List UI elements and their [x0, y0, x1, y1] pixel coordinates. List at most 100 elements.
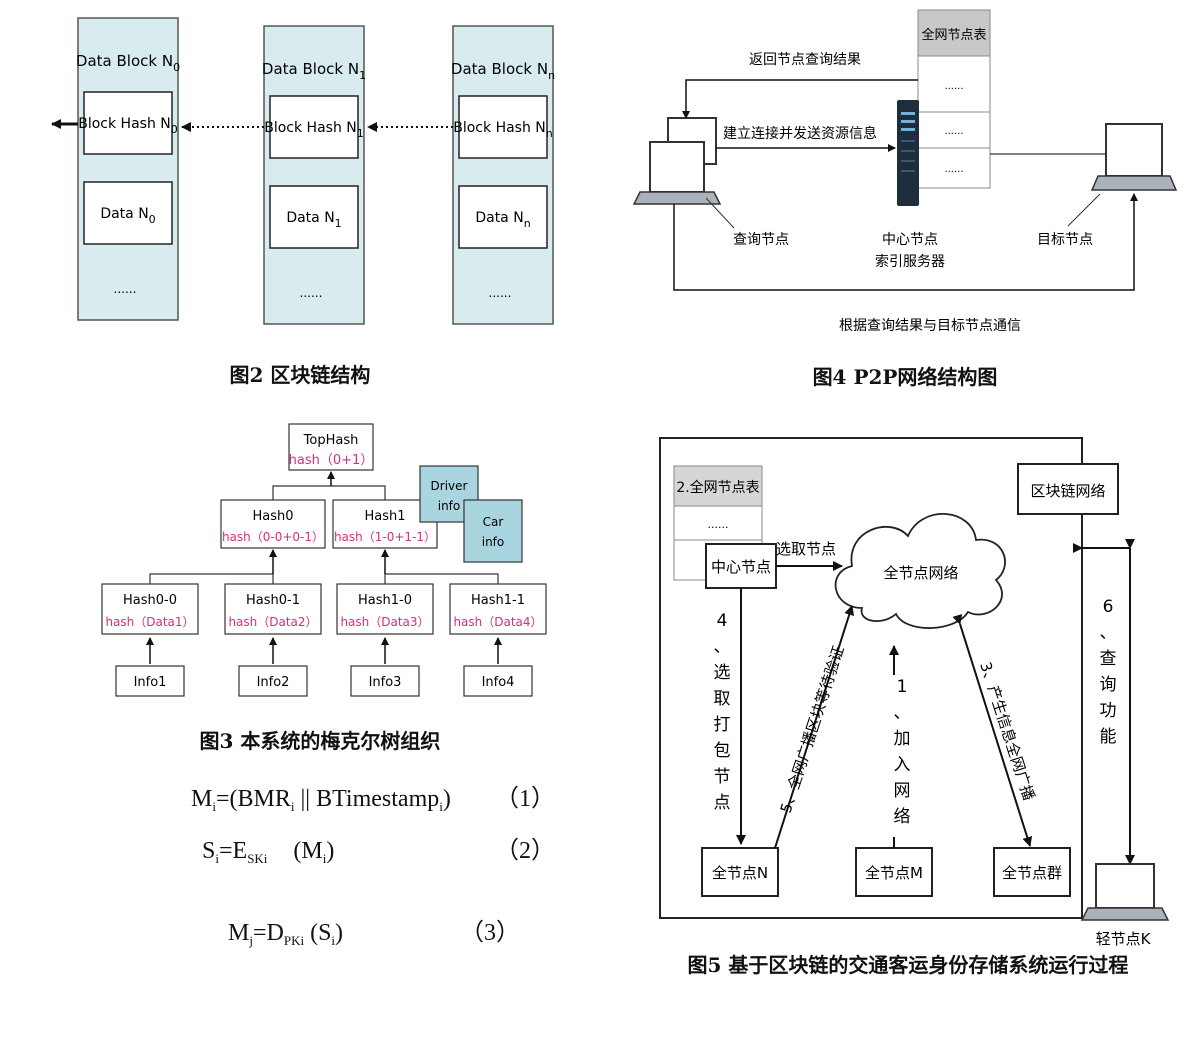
vertical-char: 、 — [894, 703, 911, 723]
leaf-hash-name: Hash1-0 — [358, 593, 412, 608]
leaf-info-label: Info1 — [134, 675, 167, 690]
figure-4-caption: 图4 P2P网络结构图 — [813, 365, 998, 389]
equation-3-number: （3） — [460, 920, 520, 946]
vertical-char: 选 — [714, 663, 731, 683]
query-node-laptop-icon — [632, 117, 722, 205]
vertical-char: 4 — [717, 611, 728, 631]
data-block-0: Data Block N0 Block Hash N0 Data N0 ....… — [76, 17, 180, 321]
leaf-hash-box — [336, 583, 434, 635]
hash1-name: Hash1 — [364, 509, 405, 524]
vertical-char: 包 — [714, 741, 731, 761]
vertical-char: 6 — [1103, 597, 1114, 617]
figure-5-caption: 图5 基于区块链的交通客运身份存储系统运行过程 — [688, 953, 1129, 977]
svg-text:Data N0: Data N0 — [100, 206, 155, 226]
full-node-group: 全节点群 — [1002, 864, 1062, 882]
communication-label: 根据查询结果与目标节点通信 — [839, 318, 1021, 334]
svg-text:Data Nn: Data Nn — [475, 210, 530, 230]
vertical-char: 、 — [714, 637, 731, 657]
vertical-char: 节 — [714, 767, 731, 787]
block-n-more: ...... — [489, 286, 512, 300]
vertical-char: 询 — [1100, 675, 1117, 695]
select-node-label: 选取节点 — [776, 540, 836, 558]
target-node-laptop-icon — [1090, 123, 1178, 191]
light-node-laptop-icon — [1080, 863, 1170, 921]
cloud-label: 全节点网络 — [883, 564, 958, 582]
vertical-char: 查 — [1100, 649, 1117, 669]
equations: Mi=(BMRi || BTimestampi) （1） Si=ESKi(Mi)… — [191, 786, 555, 948]
vertical-char: 点 — [714, 793, 731, 813]
leaf-info-label: Info4 — [482, 675, 515, 690]
full-node-m: 全节点M — [865, 864, 923, 882]
center-node-label: 中心节点 — [882, 232, 938, 248]
vertical-char: 网 — [894, 781, 911, 801]
leaf-hash-box — [101, 583, 199, 635]
block-n-data: Data N — [475, 210, 523, 226]
connect-label: 建立连接并发送资源信息 — [723, 125, 877, 142]
return-result-label: 返回节点查询结果 — [749, 52, 861, 68]
leaf-info-box — [350, 665, 420, 697]
leaf-hash-name: Hash1-1 — [471, 593, 525, 608]
vertical-char: 功 — [1100, 701, 1117, 721]
leaf-info-box — [115, 665, 185, 697]
leaf-hash-box — [449, 583, 547, 635]
fig4-table-row: ...... — [944, 126, 963, 137]
leaf-hash-value: hash（Data1） — [105, 615, 194, 629]
equation-2: Si=ESKi(Mi) — [202, 838, 334, 866]
equation-1-number: （1） — [495, 786, 555, 812]
fig4-table-row: ...... — [944, 81, 963, 92]
block-1-data: Data N — [286, 210, 334, 226]
query-node-label: 查询节点 — [733, 232, 789, 248]
leaf-info-box — [463, 665, 533, 697]
block-n-title: Data Block N — [451, 60, 548, 78]
vertical-char: 入 — [894, 755, 911, 775]
block-n-hash: Block Hash N — [453, 120, 546, 136]
fig5-frame — [659, 437, 1083, 919]
return-result-arrow — [682, 79, 918, 119]
server-icon — [897, 100, 919, 206]
data-block-n: Data Block Nn Block Hash Nn Data Nn ....… — [451, 25, 555, 325]
figure-2-blockchain-structure: Data Block N0 Block Hash N0 Data N0 ....… — [51, 17, 555, 387]
block-0-hash: Block Hash N — [78, 116, 171, 132]
vertical-char: 、 — [1100, 623, 1117, 643]
figure-5-system-process: 2.全网节点表 ...... 中心节点 区块链网络 全节点网络 选取节点 全节点… — [659, 437, 1170, 977]
svg-text:Data Block Nn: Data Block Nn — [451, 60, 555, 82]
leaf-hash-name: Hash0-1 — [246, 593, 300, 608]
hash0-name: Hash0 — [252, 509, 293, 524]
vertical-char: 取 — [714, 689, 731, 709]
svg-text:info: info — [438, 499, 461, 513]
svg-text:Data Block N1: Data Block N1 — [262, 60, 366, 82]
svg-text:info: info — [482, 535, 505, 549]
car-info-box — [463, 499, 523, 563]
svg-text:Driver: Driver — [431, 479, 468, 493]
leaf-info-box — [238, 665, 308, 697]
block-0-more: ...... — [114, 282, 137, 296]
index-server-label: 索引服务器 — [875, 253, 945, 270]
step-3-label: 3、产生信息全网广播 — [976, 660, 1038, 803]
vertical-char: 络 — [894, 807, 911, 827]
block-0-data: Data N — [100, 206, 148, 222]
data-block-1: Data Block N1 Block Hash N1 Data N1 ....… — [262, 25, 366, 325]
vertical-char: 打 — [714, 715, 731, 735]
hash0-value: hash（0-0+0-1） — [222, 530, 324, 544]
vertical-char: 加 — [894, 729, 911, 749]
blockchain-network-label: 区块链网络 — [1030, 482, 1105, 500]
leaf-hash-value: hash（Data3） — [340, 615, 429, 629]
leaf-hash-value: hash（Data2） — [228, 615, 317, 629]
hash1-value: hash（1-0+1-1） — [334, 530, 436, 544]
merkle-leaves: Hash0-0hash（Data1）Info1Hash0-1hash（Data2… — [101, 583, 547, 697]
figure-3-caption: 图3 本系统的梅克尔树组织 — [200, 729, 441, 753]
equation-2-number: （2） — [495, 838, 555, 864]
fig5-center-node: 中心节点 — [711, 558, 771, 576]
svg-text:Data N1: Data N1 — [286, 210, 341, 230]
svg-text:Block Hash N0: Block Hash N0 — [78, 116, 178, 136]
tophash-value: hash（0+1） — [289, 453, 374, 468]
block-1-more: ...... — [300, 286, 323, 300]
block-0-title: Data Block N — [76, 52, 173, 70]
vertical-char: 1 — [897, 677, 908, 697]
leaf-hash-value: hash（Data4） — [453, 615, 542, 629]
fig4-table-title: 全网节点表 — [921, 27, 986, 43]
